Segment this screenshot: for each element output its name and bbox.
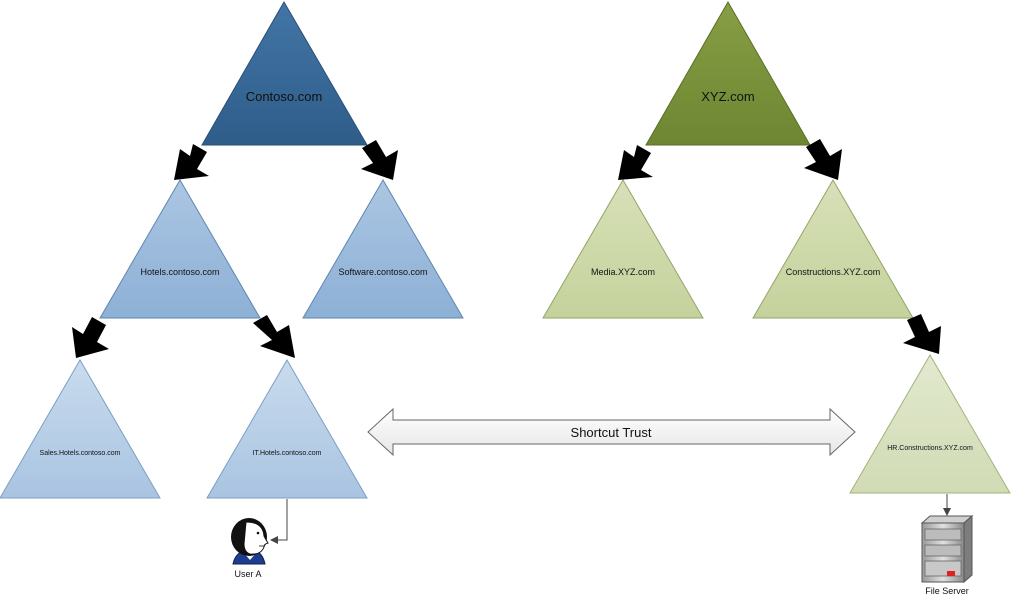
arrow-xyz-to-media	[618, 145, 653, 180]
arrow-hotels-to-sales	[72, 317, 109, 358]
label-xyz-root: XYZ.com	[701, 89, 754, 104]
domain-hotels-contoso	[99, 179, 261, 319]
label-hotels-contoso: Hotels.contoso.com	[140, 267, 219, 277]
arrow-xyz-to-constructions	[804, 139, 842, 180]
domain-software-contoso	[302, 179, 464, 319]
child-arrows	[72, 139, 941, 358]
arrow-constructions-to-hr	[903, 314, 941, 354]
server-label: File Server	[925, 586, 969, 596]
label-it-hotels-contoso: IT.Hotels.contoso.com	[253, 450, 322, 457]
arrow-contoso-to-hotels	[174, 144, 209, 180]
shortcut-trust-arrow	[367, 407, 856, 457]
arrow-hotels-to-it	[253, 315, 295, 358]
label-contoso-root: Contoso.com	[246, 89, 323, 104]
label-sales-hotels-contoso: Sales.Hotels.contoso.com	[40, 450, 121, 457]
domain-it-hotels-contoso	[206, 359, 368, 499]
label-constructions-xyz: Constructions.XYZ.com	[786, 267, 881, 277]
domain-xyz-root	[645, 0, 811, 146]
domain-constructions-xyz	[752, 179, 914, 319]
label-software-contoso: Software.contoso.com	[338, 267, 427, 277]
arrow-contoso-to-software	[361, 140, 398, 180]
user-icon	[231, 518, 269, 565]
user-label: User A	[234, 569, 261, 579]
it-to-user-connector	[270, 499, 288, 544]
label-media-xyz: Media.XYZ.com	[591, 267, 655, 277]
domain-hr-constructions-xyz	[849, 354, 1011, 494]
label-hr-constructions-xyz: HR.Constructions.XYZ.com	[887, 445, 973, 452]
domain-sales-hotels-contoso	[0, 359, 161, 499]
domain-media-xyz	[542, 179, 704, 319]
domain-contoso-root	[201, 0, 368, 146]
shortcut-trust-label: Shortcut Trust	[571, 425, 652, 440]
server-icon	[920, 514, 974, 584]
